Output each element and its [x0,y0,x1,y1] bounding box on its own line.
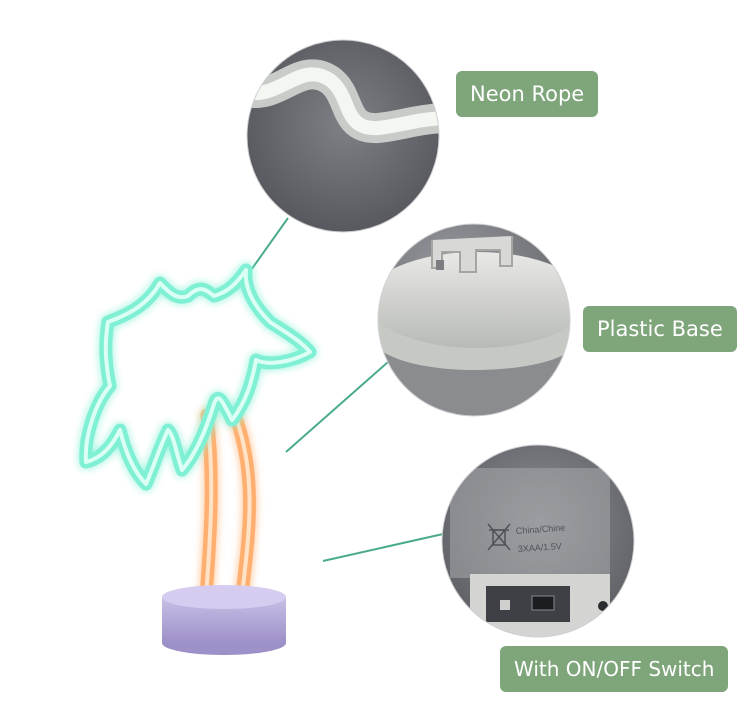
base-disc-top [378,252,570,348]
detail-plastic-base [378,224,570,416]
palm-canopy [79,263,317,491]
callout-neon-rope: Neon Rope [456,71,599,117]
detail-switch: China/Chine 3XAA/1.5V [442,445,634,637]
connector-line-switch [322,533,444,562]
palm-tree-neon-lamp [79,263,317,655]
marking-spec: 3XAA/1.5V [517,541,562,554]
callout-on-off-switch: With ON/OFF Switch [500,646,729,692]
lamp-base [162,585,286,655]
on-off-slide-switch-icon [531,595,555,611]
weee-crossed-bin-icon [487,523,511,551]
marking-brand: China/Chine [515,523,565,536]
detail-neon-rope [247,40,439,232]
callout-plastic-base: Plastic Base [583,306,737,352]
connector-line-base [285,361,389,453]
